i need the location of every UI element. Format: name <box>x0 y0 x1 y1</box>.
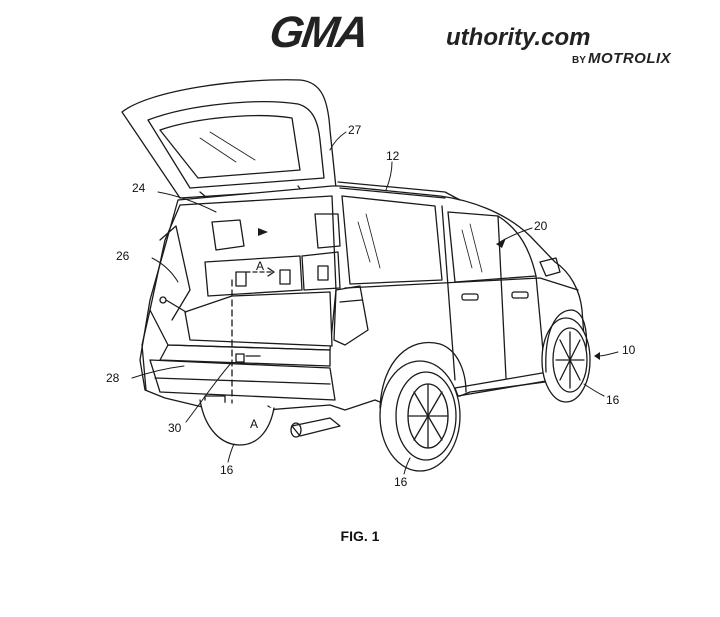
label-a-bottom: A <box>250 417 258 431</box>
label-16-center: 16 <box>394 475 408 489</box>
label-12: 12 <box>386 149 400 163</box>
label-30: 30 <box>168 421 182 435</box>
label-28: 28 <box>106 371 120 385</box>
label-16-left: 16 <box>220 463 234 477</box>
label-10: 10 <box>622 343 636 357</box>
liftgate <box>122 80 336 202</box>
figure-caption: FIG. 1 <box>0 528 720 544</box>
label-20: 20 <box>534 219 548 233</box>
label-16-right: 16 <box>606 393 620 407</box>
label-26: 26 <box>116 249 130 263</box>
label-24: 24 <box>132 181 146 195</box>
label-a-top: A <box>256 259 264 273</box>
label-27: 27 <box>348 123 362 137</box>
